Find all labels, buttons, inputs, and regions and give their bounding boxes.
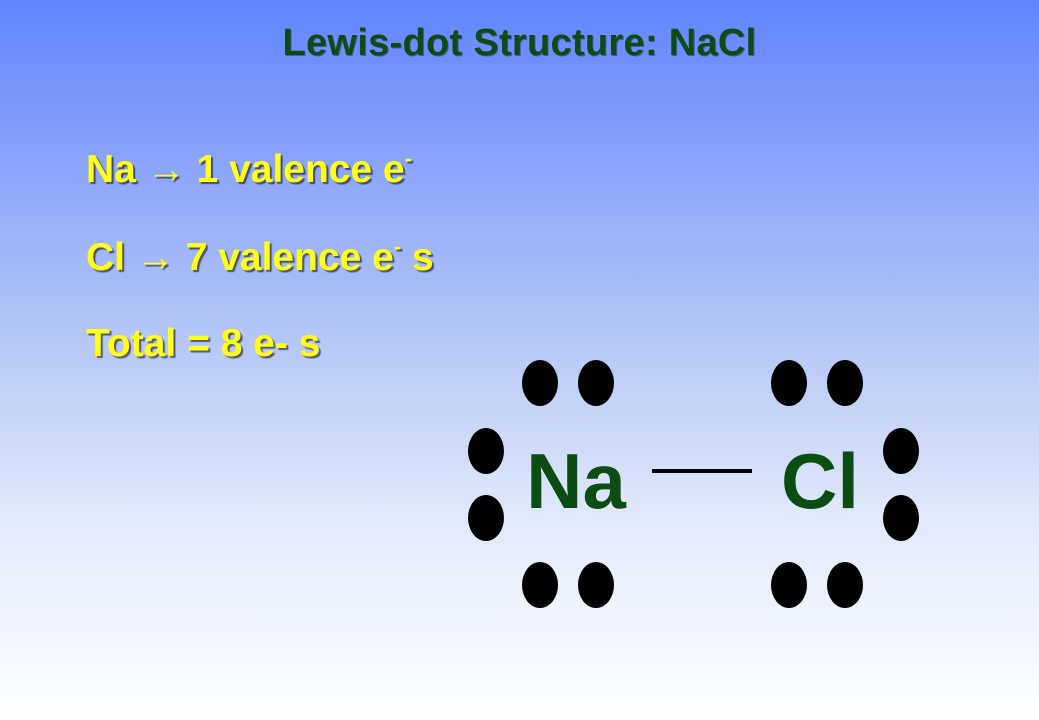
electron-charge-sup-1: -	[404, 146, 413, 171]
cl-dot-bottom-right	[827, 562, 863, 608]
arrow-1: →	[146, 148, 186, 191]
cl-valence-suffix: s	[401, 236, 434, 279]
cl-dot-top-right	[827, 360, 863, 406]
arrow-2: →	[135, 236, 175, 279]
cl-dot-right-lower	[883, 495, 919, 541]
na-dot-left-upper	[468, 428, 504, 474]
slide-title: Lewis-dot Structure: NaCl	[282, 22, 757, 64]
na-dot-bottom-left	[522, 562, 558, 608]
na-dot-left-lower	[468, 495, 504, 541]
na-dot-top-left	[522, 360, 558, 406]
cl-valence-text: 7 valence e	[185, 236, 394, 279]
cl-dot-right-upper	[883, 428, 919, 474]
na-dot-bottom-right	[578, 562, 614, 608]
cl-valence-line: Cl → 7 valence e- s	[86, 234, 434, 280]
cl-atom-label: Cl	[781, 437, 859, 525]
total-electrons-line: Total = 8 e- s	[86, 322, 321, 365]
na-valence-line: Na → 1 valence e-	[86, 146, 413, 192]
na-atom-label: Na	[526, 437, 626, 525]
na-dot-top-right	[578, 360, 614, 406]
cl-dot-bottom-left	[771, 562, 807, 608]
cl-dot-top-left	[771, 360, 807, 406]
na-symbol-text: Na	[86, 148, 136, 191]
cl-symbol-text: Cl	[86, 236, 125, 279]
electron-charge-sup-2: -	[393, 234, 402, 259]
na-valence-text: 1 valence e	[196, 148, 405, 191]
